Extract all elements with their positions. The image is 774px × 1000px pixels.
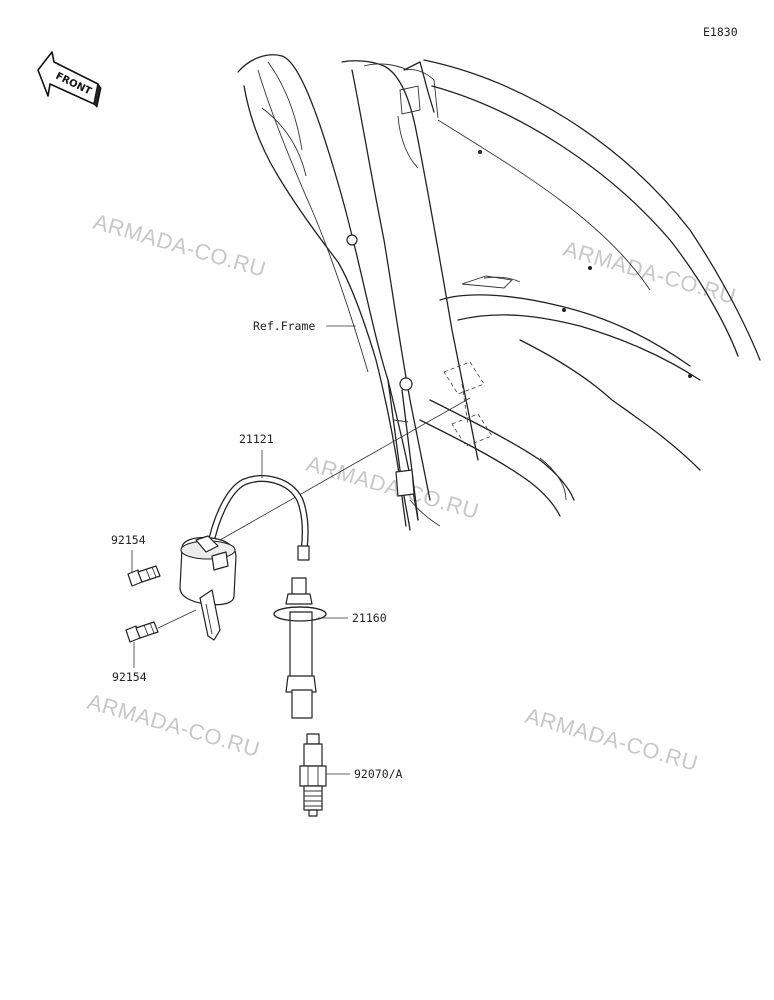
front-arrow-icon: FRONT: [37, 51, 102, 109]
watermark: ARMADA-CO.RU: [561, 236, 739, 309]
diagram-code: E1830: [703, 25, 738, 39]
watermark: ARMADA-CO.RU: [85, 689, 263, 762]
part-number-21160: 21160: [352, 611, 387, 625]
bolt-lower: [125, 609, 197, 643]
frame-rivet: [588, 266, 592, 270]
watermark: ARMADA-CO.RU: [91, 209, 269, 282]
part-number-92154-lower: 92154: [112, 670, 147, 684]
spark-plug: [299, 733, 327, 817]
frame-mount-hole: [399, 377, 413, 391]
assembly-line: [219, 397, 471, 541]
frame-rivet: [562, 308, 566, 312]
plug-cap: [273, 577, 327, 719]
watermark: ARMADA-CO.RU: [523, 703, 701, 776]
part-number-21121: 21121: [239, 432, 274, 446]
frame: [237, 54, 761, 531]
part-number-92154-upper: 92154: [111, 533, 146, 547]
frame-rivet: [688, 374, 692, 378]
part-number-92070a: 92070/A: [354, 767, 403, 781]
watermark: ARMADA-CO.RU: [304, 451, 482, 524]
frame-ref-label: Ref.Frame: [253, 319, 315, 333]
frame-mount-hole: [346, 234, 358, 246]
frame-rivet: [478, 150, 482, 154]
ignition-coil: [179, 475, 310, 641]
bolt-upper: [127, 565, 161, 587]
